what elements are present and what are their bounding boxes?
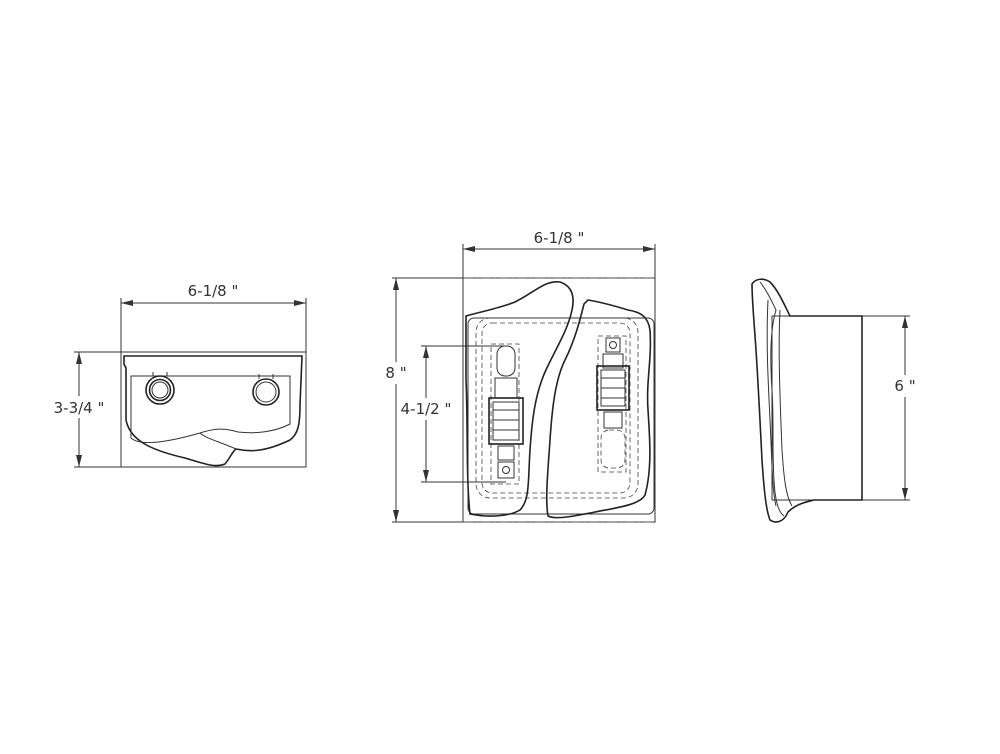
side-view-height-dimension: 6 " [891,316,919,500]
top-view: 6-1/8 " 3-3/4 " [52,282,307,468]
top-view-outline [120,351,307,468]
front-view-height-dimension: 8 " [380,278,410,522]
side-view-outline [771,315,863,501]
front-view-width-dimension: 6-1/8 " [463,229,655,252]
side-view-height-label: 6 " [894,377,915,395]
side-view-profile [751,278,863,523]
switch-fixture-icon [596,335,630,473]
top-view-width-label: 6-1/8 " [188,282,239,300]
front-view-right-panel [545,299,652,519]
top-view-width-dimension: 6-1/8 " [121,282,306,306]
top-view-depth-dimension: 3-3/4 " [52,352,106,467]
switch-knob-icon [252,374,280,406]
front-view-inner-height-label: 4-1/2 " [401,400,452,418]
front-view-left-panel [465,281,574,517]
front-view: 6-1/8 " [380,229,656,523]
switch-fixture-icon [488,343,524,485]
side-view: 6 " [751,278,919,523]
switch-knob-icon [145,372,175,405]
top-view-body [123,355,303,467]
front-view-inner-height-dimension: 4-1/2 " [398,346,454,482]
front-view-width-label: 6-1/8 " [534,229,585,247]
top-view-depth-label: 3-3/4 " [54,399,105,417]
front-view-height-label: 8 " [385,364,406,382]
